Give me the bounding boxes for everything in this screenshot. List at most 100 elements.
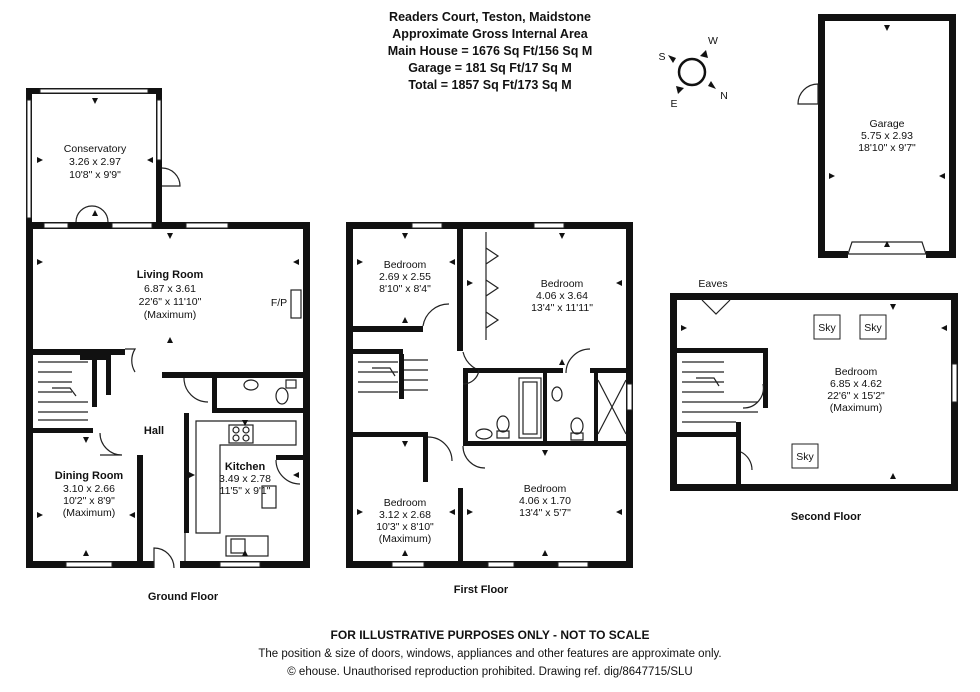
- bed-sf-imperial: 22'6" x 15'2": [827, 390, 885, 402]
- dimension-arrow-icon: [402, 233, 408, 239]
- dining-metric: 3.10 x 2.66: [63, 483, 115, 495]
- dimension-arrow-icon: [559, 359, 565, 365]
- dimension-arrow-icon: [884, 25, 890, 31]
- dimension-arrow-icon: [467, 509, 473, 515]
- living-metric: 6.87 x 3.61: [144, 283, 196, 295]
- dimension-arrow-icon: [92, 210, 98, 216]
- skylight-label: Sky: [864, 322, 882, 334]
- bed-ff-tr-imperial: 13'4" x 11'11": [531, 302, 593, 314]
- bed-ff-br-name: Bedroom: [524, 483, 567, 495]
- kitchen-metric: 3.49 x 2.78: [219, 473, 271, 485]
- header-garage: Garage = 181 Sq Ft/17 Sq M: [408, 61, 572, 75]
- first-floor: Bedroom 2.69 x 2.55 8'10" x 8'4" Bedroom…: [346, 222, 633, 596]
- bed-ff-bl-name: Bedroom: [384, 497, 427, 509]
- dimension-arrow-icon: [467, 280, 473, 286]
- compass-n: N: [720, 90, 728, 102]
- living-imperial: 22'6" x 11'10": [139, 296, 202, 308]
- bed-ff-tl-imperial: 8'10" x 8'4": [379, 283, 431, 295]
- living-fp: F/P: [271, 297, 287, 309]
- bed-ff-bl-imperial: 10'3" x 8'10": [376, 521, 434, 533]
- dining-note: (Maximum): [63, 507, 116, 519]
- garage-name: Garage: [869, 118, 904, 130]
- dimension-arrow-icon: [559, 233, 565, 239]
- dimension-arrow-icon: [449, 259, 455, 265]
- dimension-arrows: [37, 25, 947, 556]
- bed-sf-note: (Maximum): [830, 402, 883, 414]
- dining-imperial: 10'2" x 8'9": [63, 495, 115, 507]
- first-floor-label: First Floor: [454, 584, 509, 596]
- eaves-label: Eaves: [698, 278, 727, 290]
- dimension-arrow-icon: [890, 473, 896, 479]
- dimension-arrow-icon: [402, 550, 408, 556]
- bed-ff-tr-metric: 4.06 x 3.64: [536, 290, 588, 302]
- living-name: Living Room: [137, 269, 204, 281]
- dimension-arrow-icon: [167, 233, 173, 239]
- living-note: (Maximum): [144, 309, 197, 321]
- dimension-arrow-icon: [941, 325, 947, 331]
- conservatory: Conservatory 3.26 x 2.97 10'8" x 9'9": [26, 88, 181, 228]
- bed-sf-name: Bedroom: [835, 366, 878, 378]
- dimension-arrow-icon: [129, 512, 135, 518]
- dimension-arrow-icon: [293, 472, 299, 478]
- conservatory-imperial: 10'8" x 9'9": [69, 169, 121, 181]
- dimension-arrow-icon: [884, 241, 890, 247]
- ground-floor-label: Ground Floor: [148, 591, 219, 603]
- second-floor-label: Second Floor: [791, 511, 862, 523]
- dining-name: Dining Room: [55, 470, 124, 482]
- dimension-arrow-icon: [37, 259, 43, 265]
- dimension-arrow-icon: [890, 304, 896, 310]
- conservatory-name: Conservatory: [64, 143, 127, 155]
- dimension-arrow-icon: [829, 173, 835, 179]
- dimension-arrow-icon: [242, 550, 248, 556]
- dimension-arrow-icon: [357, 509, 363, 515]
- header: Readers Court, Teston, Maidstone Approxi…: [388, 10, 593, 92]
- dimension-arrow-icon: [83, 437, 89, 443]
- dimension-arrow-icon: [542, 550, 548, 556]
- garage-imperial: 18'10" x 9'7": [858, 142, 916, 154]
- dimension-arrow-icon: [449, 509, 455, 515]
- bed-ff-br-imperial: 13'4" x 5'7": [519, 507, 571, 519]
- header-address: Readers Court, Teston, Maidstone: [389, 10, 591, 24]
- footer-note: The position & size of doors, windows, a…: [258, 648, 721, 660]
- dimension-arrow-icon: [293, 259, 299, 265]
- bed-ff-br-metric: 4.06 x 1.70: [519, 495, 571, 507]
- dimension-arrow-icon: [37, 157, 43, 163]
- dimension-arrow-icon: [167, 337, 173, 343]
- dimension-arrow-icon: [83, 550, 89, 556]
- dimension-arrow-icon: [939, 173, 945, 179]
- skylight-label: Sky: [818, 322, 836, 334]
- bed-ff-bl-metric: 3.12 x 2.68: [379, 509, 431, 521]
- bed-ff-tl-name: Bedroom: [384, 259, 427, 271]
- footer: FOR ILLUSTRATIVE PURPOSES ONLY - NOT TO …: [258, 628, 721, 678]
- kitchen-name: Kitchen: [225, 461, 266, 473]
- dimension-arrow-icon: [37, 512, 43, 518]
- header-total: Total = 1857 Sq Ft/173 Sq M: [408, 78, 571, 92]
- dimension-arrow-icon: [357, 259, 363, 265]
- kitchen-imperial: 11'5" x 9'1": [220, 485, 271, 497]
- dimension-arrow-icon: [189, 472, 195, 478]
- ground-floor: Conservatory 3.26 x 2.97 10'8" x 9'9": [26, 88, 310, 603]
- footer-copyright: © ehouse. Unauthorised reproduction proh…: [287, 666, 692, 678]
- header-area-title: Approximate Gross Internal Area: [392, 27, 588, 41]
- bed-ff-tl-metric: 2.69 x 2.55: [379, 271, 431, 283]
- hall-name: Hall: [144, 425, 164, 437]
- dimension-arrow-icon: [92, 98, 98, 104]
- conservatory-metric: 3.26 x 2.97: [69, 156, 121, 168]
- compass-e: E: [670, 98, 677, 110]
- dimension-arrow-icon: [242, 420, 248, 426]
- bed-sf-metric: 6.85 x 4.62: [830, 378, 882, 390]
- dimension-arrow-icon: [147, 157, 153, 163]
- garage-metric: 5.75 x 2.93: [861, 130, 913, 142]
- bed-ff-tr-name: Bedroom: [541, 278, 584, 290]
- header-main-house: Main House = 1676 Sq Ft/156 Sq M: [388, 44, 593, 58]
- dimension-arrow-icon: [616, 280, 622, 286]
- compass-icon: W S E N: [658, 35, 727, 110]
- second-floor: Eaves Sky Sky Sky Bedroom 6.85 x 4.62 22…: [670, 278, 958, 523]
- compass-w: W: [708, 35, 718, 47]
- dimension-arrow-icon: [681, 325, 687, 331]
- footer-disclaimer: FOR ILLUSTRATIVE PURPOSES ONLY - NOT TO …: [331, 628, 650, 642]
- bed-ff-bl-note: (Maximum): [379, 533, 432, 545]
- dimension-arrow-icon: [616, 509, 622, 515]
- dimension-arrow-icon: [542, 450, 548, 456]
